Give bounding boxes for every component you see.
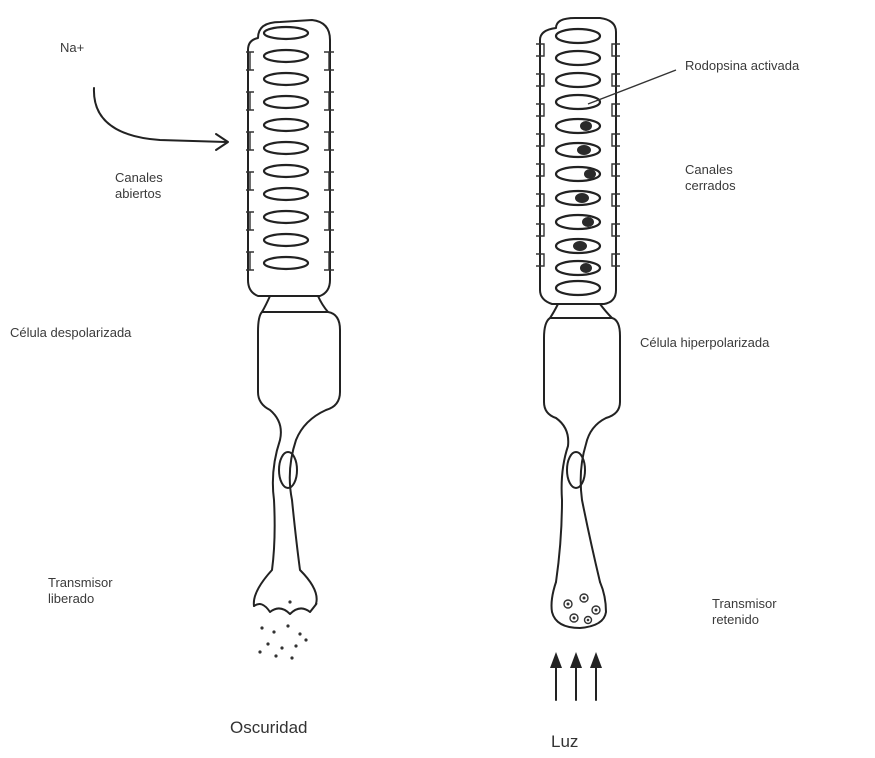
na-influx-arrow (94, 88, 226, 142)
left-discs (264, 27, 308, 269)
na-ion-label: Na+ (60, 40, 84, 56)
left-inner-segment (254, 312, 340, 606)
right-synaptic-terminal (552, 582, 607, 628)
right-transmitter-label: Transmisor retenido (712, 596, 777, 628)
right-discs (556, 29, 600, 295)
left-transmitter-label: Transmisor liberado (48, 575, 113, 607)
rhodopsin-label: Rodopsina activada (685, 58, 799, 74)
right-nucleus (567, 452, 585, 488)
rhodopsin-pointer-line (588, 70, 676, 104)
right-cilium (550, 304, 612, 318)
left-synaptic-terminal (254, 604, 316, 614)
right-caption-light: Luz (551, 732, 578, 752)
right-channels-label: Canales cerrados (685, 162, 736, 194)
left-caption-darkness: Oscuridad (230, 718, 307, 738)
right-cell-state-label: Célula hiperpolarizada (640, 335, 769, 351)
left-cilium (262, 296, 328, 312)
left-cell-state-label: Célula despolarizada (10, 325, 131, 341)
left-nucleus (279, 452, 297, 488)
right-retained-vesicles (564, 594, 600, 624)
right-inner-segment (544, 318, 620, 582)
right-photoreceptor-cell (536, 18, 676, 700)
light-arrows (550, 652, 602, 700)
left-channels-label: Canales abiertos (115, 170, 163, 202)
